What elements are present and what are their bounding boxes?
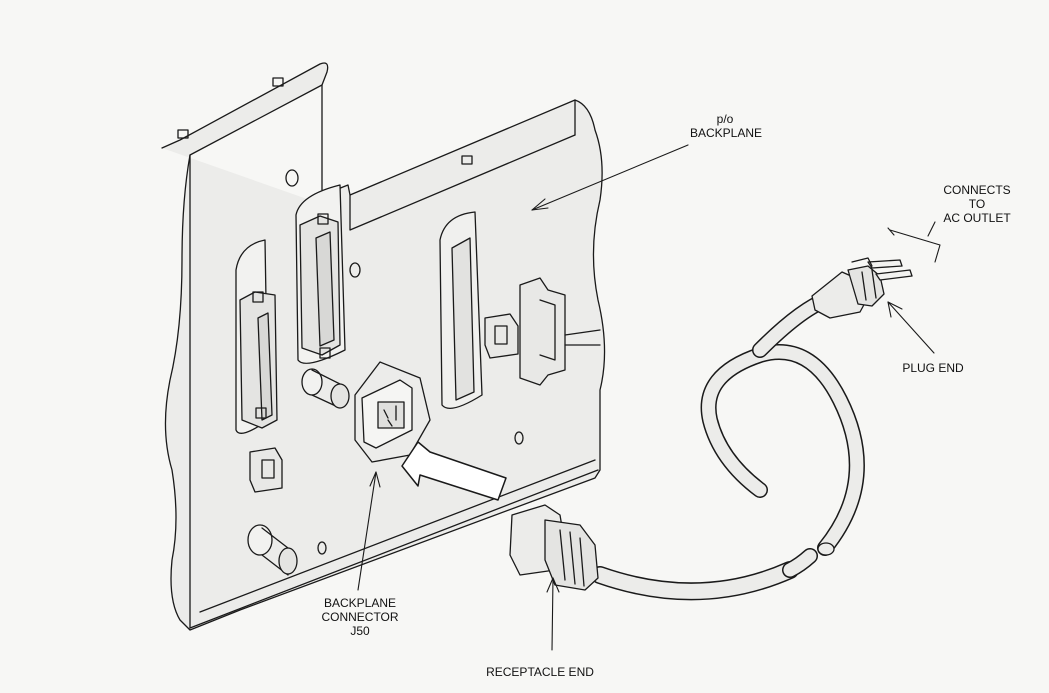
ac-outlet-callout-line3: AC OUTLET (943, 211, 1011, 225)
left-d-connector (235, 239, 278, 434)
receptacle-end-label: RECEPTACLE END (486, 665, 594, 679)
backplane-callout: p/o BACKPLANE (690, 112, 763, 140)
ac-outlet-callout-line2: TO (968, 197, 986, 211)
j50-callout-line3: J50 (350, 624, 370, 638)
ac-outlet-callout-line1: CONNECTS (943, 183, 1011, 197)
insertion-arrow (401, 441, 507, 501)
upper-d-connector (295, 184, 346, 364)
bnc-connector-upper (301, 368, 350, 409)
bnc-connector-lower (247, 524, 298, 576)
backplane-callout-line1: p/o (716, 112, 734, 126)
backplane-callout-line2: BACKPLANE (690, 126, 763, 140)
ac-outlet-callout: CONNECTS TO AC OUTLET (932, 183, 1022, 225)
j50-connector (354, 361, 431, 463)
power-cord (591, 292, 865, 601)
receptacle-end (509, 504, 599, 591)
small-jack-left (249, 447, 283, 493)
j50-callout-line1: BACKPLANE (323, 596, 397, 610)
j50-callout: BACKPLANE CONNECTOR J50 (320, 596, 400, 638)
leader-lines (357, 144, 941, 651)
j50-callout-line2: CONNECTOR (321, 610, 399, 624)
recessed-slot (439, 211, 483, 409)
small-jack-right (484, 313, 519, 359)
terminal-block (519, 277, 601, 386)
plug-end-label: PLUG END (902, 361, 964, 375)
plug-end (811, 257, 913, 319)
